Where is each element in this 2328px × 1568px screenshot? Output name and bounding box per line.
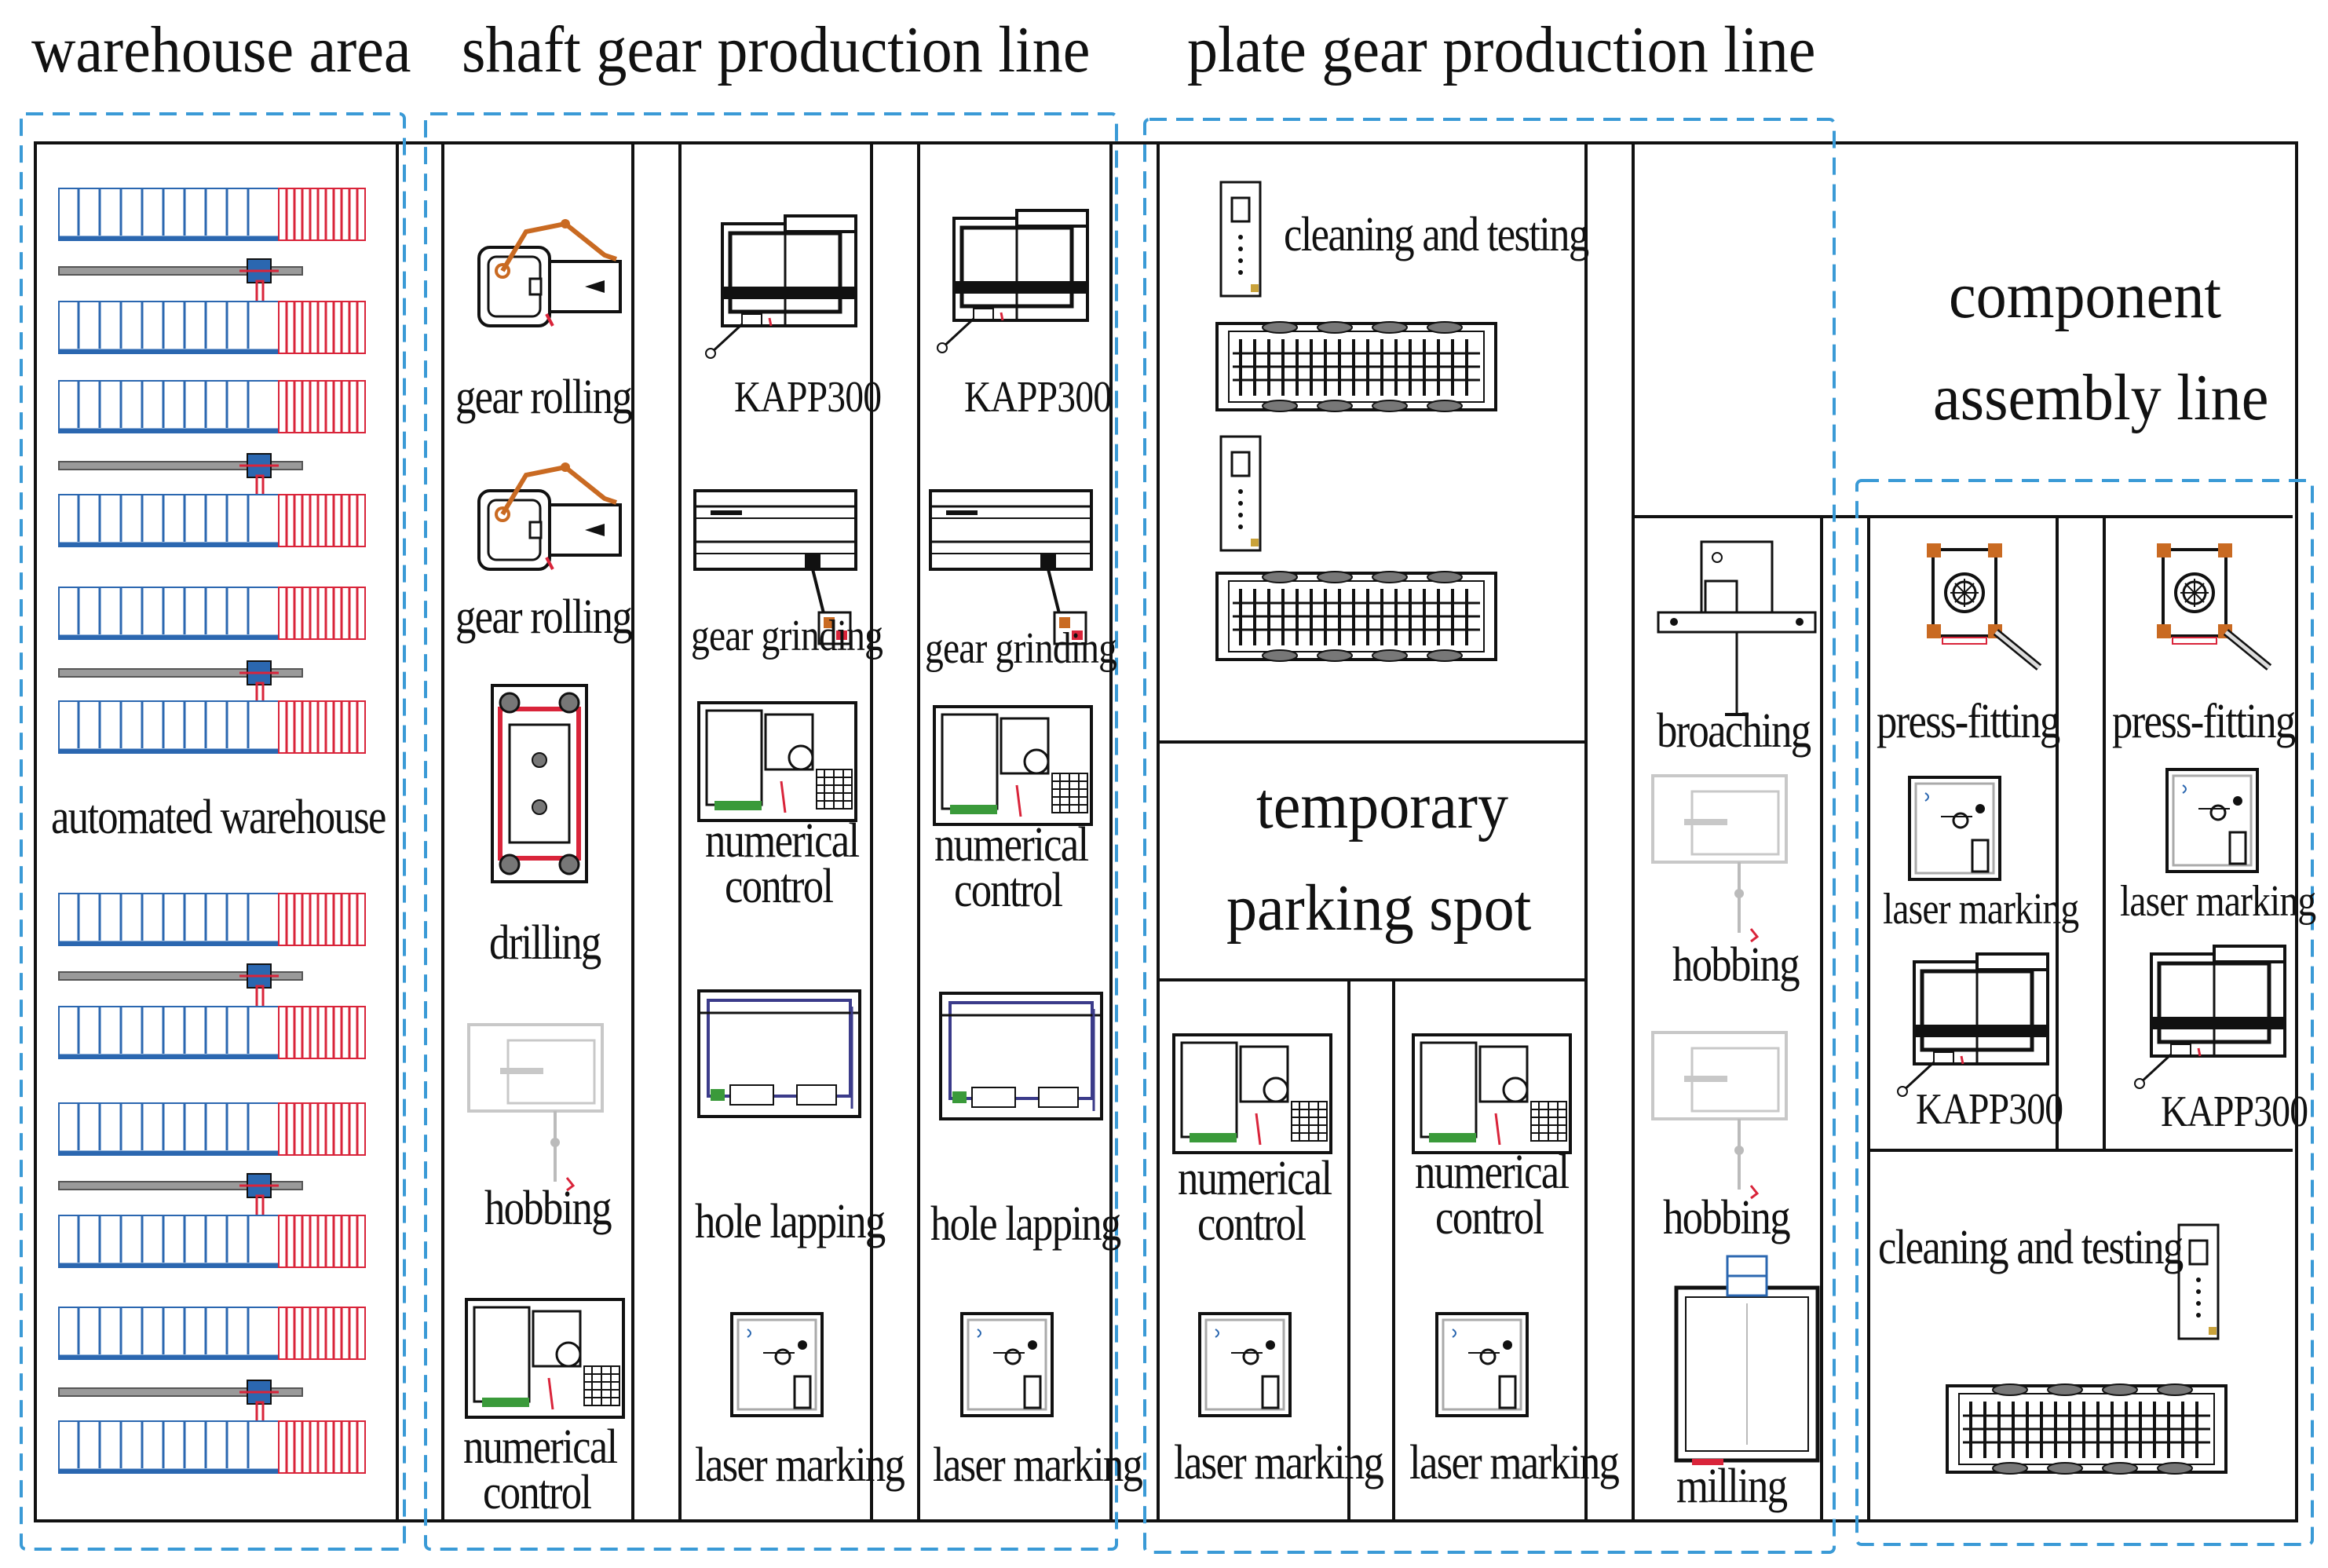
hobbing-label-1: hobbing [484,1182,612,1235]
laser-marking-label-5: laser marking [1883,885,2079,934]
laser-marking-label-3: laser marking [1174,1436,1384,1489]
component-assembly-title-2: assembly line [1933,361,2269,434]
numerical-control-label-5b: control [1435,1191,1544,1245]
gear-grinding-label-2: gear grinding [925,624,1117,673]
hobbing-label-2: hobbing [1672,938,1800,992]
kapp300-label-2: KAPP300 [964,373,1112,422]
shaft-line-title: shaft gear production line [462,13,1091,86]
laser-marking-label-1: laser marking [695,1438,905,1492]
automated-warehouse-label: automated warehouse [51,791,386,844]
broaching-label: broaching [1657,704,1811,758]
hobbing-label-3: hobbing [1663,1191,1791,1245]
numerical-control-label-3a: numerical [934,818,1089,872]
kapp300-label-1: KAPP300 [734,373,882,422]
numerical-control-label-1a: numerical [463,1420,618,1474]
laser-marking-label-2: laser marking [933,1438,1143,1492]
numerical-control-label-2a: numerical [705,814,860,868]
plate-line-title: plate gear production line [1187,13,1816,86]
cleaning-testing-label-2: cleaning and testing [1878,1221,2184,1274]
numerical-control-label-2b: control [725,860,834,913]
laser-marking-label-4: laser marking [1409,1436,1620,1489]
numerical-control-label-3b: control [954,864,1063,917]
drilling-label: drilling [489,916,601,970]
gear-rolling-label-1: gear rolling [455,371,633,424]
component-assembly-title: component [1949,259,2222,332]
temporary-parking-title-2: parking spot [1226,872,1532,945]
area-dashed-borders [20,112,2314,1554]
press-fitting-label-2: press-fitting [2112,695,2296,748]
numerical-control-label-5a: numerical [1415,1146,1570,1199]
press-fitting-label-1: press-fitting [1877,695,2060,748]
warehouse-area-title: warehouse area [31,13,411,86]
numerical-control-label-1b: control [483,1466,592,1519]
assembly-line-machines [1898,543,2285,1475]
kapp300-label-3: KAPP300 [1916,1085,2063,1134]
gear-rolling-label-2: gear rolling [455,590,633,644]
hole-lapping-label-1: hole lapping [695,1195,886,1248]
gear-grinding-label-1: gear grinding [691,612,883,660]
numerical-control-label-4b: control [1197,1197,1307,1251]
temporary-parking-title-1: temporary [1256,769,1509,842]
laser-marking-label-6: laser marking [2120,877,2316,926]
numerical-control-label-4a: numerical [1178,1152,1332,1205]
framework-lines [34,141,2298,1522]
hole-lapping-label-2: hole lapping [930,1197,1121,1251]
kapp300-label-4: KAPP300 [2161,1087,2308,1136]
milling-label: milling [1676,1460,1788,1513]
cleaning-testing-label-1: cleaning and testing [1284,208,1589,261]
